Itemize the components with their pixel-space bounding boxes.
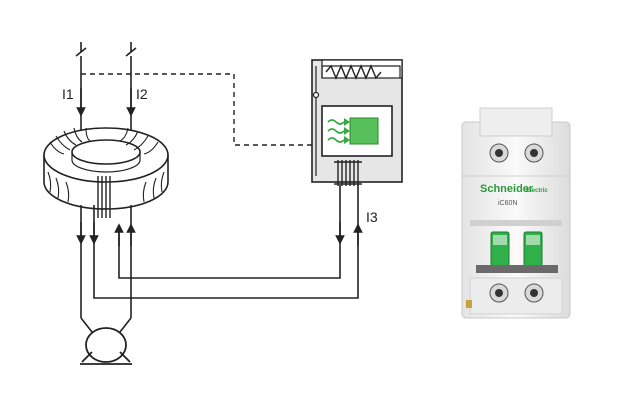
- toroid-secondary-winding: [97, 176, 111, 218]
- relay-spring: [325, 64, 382, 80]
- relay-pivot: [312, 91, 320, 99]
- magnetic-flux-lines: [327, 119, 345, 143]
- toroid-windings: [47, 127, 165, 203]
- handle-tie-bar: [476, 265, 558, 273]
- motor-symbol: [80, 327, 132, 365]
- label-i1: I1: [62, 86, 74, 102]
- flux-arrowheads: [344, 118, 350, 144]
- circuit-breaker: Schneider Electric iC60N: [461, 107, 571, 319]
- motor-feed-conductors: [80, 205, 132, 333]
- label-i2: I2: [136, 86, 148, 102]
- trip-relay: [311, 59, 403, 186]
- breaker-brand-sub: Electric: [526, 188, 548, 194]
- mechanical-link-dashed: [81, 73, 312, 146]
- relay-coil-core: [349, 117, 379, 145]
- breaker-brand: Schneider: [480, 183, 534, 195]
- supply-conductors: [75, 42, 137, 140]
- breaker-model: iC60N: [498, 200, 517, 207]
- relay-coil-winding: [334, 160, 362, 186]
- toroid-transformer: [43, 127, 169, 218]
- label-i3: I3: [366, 209, 378, 225]
